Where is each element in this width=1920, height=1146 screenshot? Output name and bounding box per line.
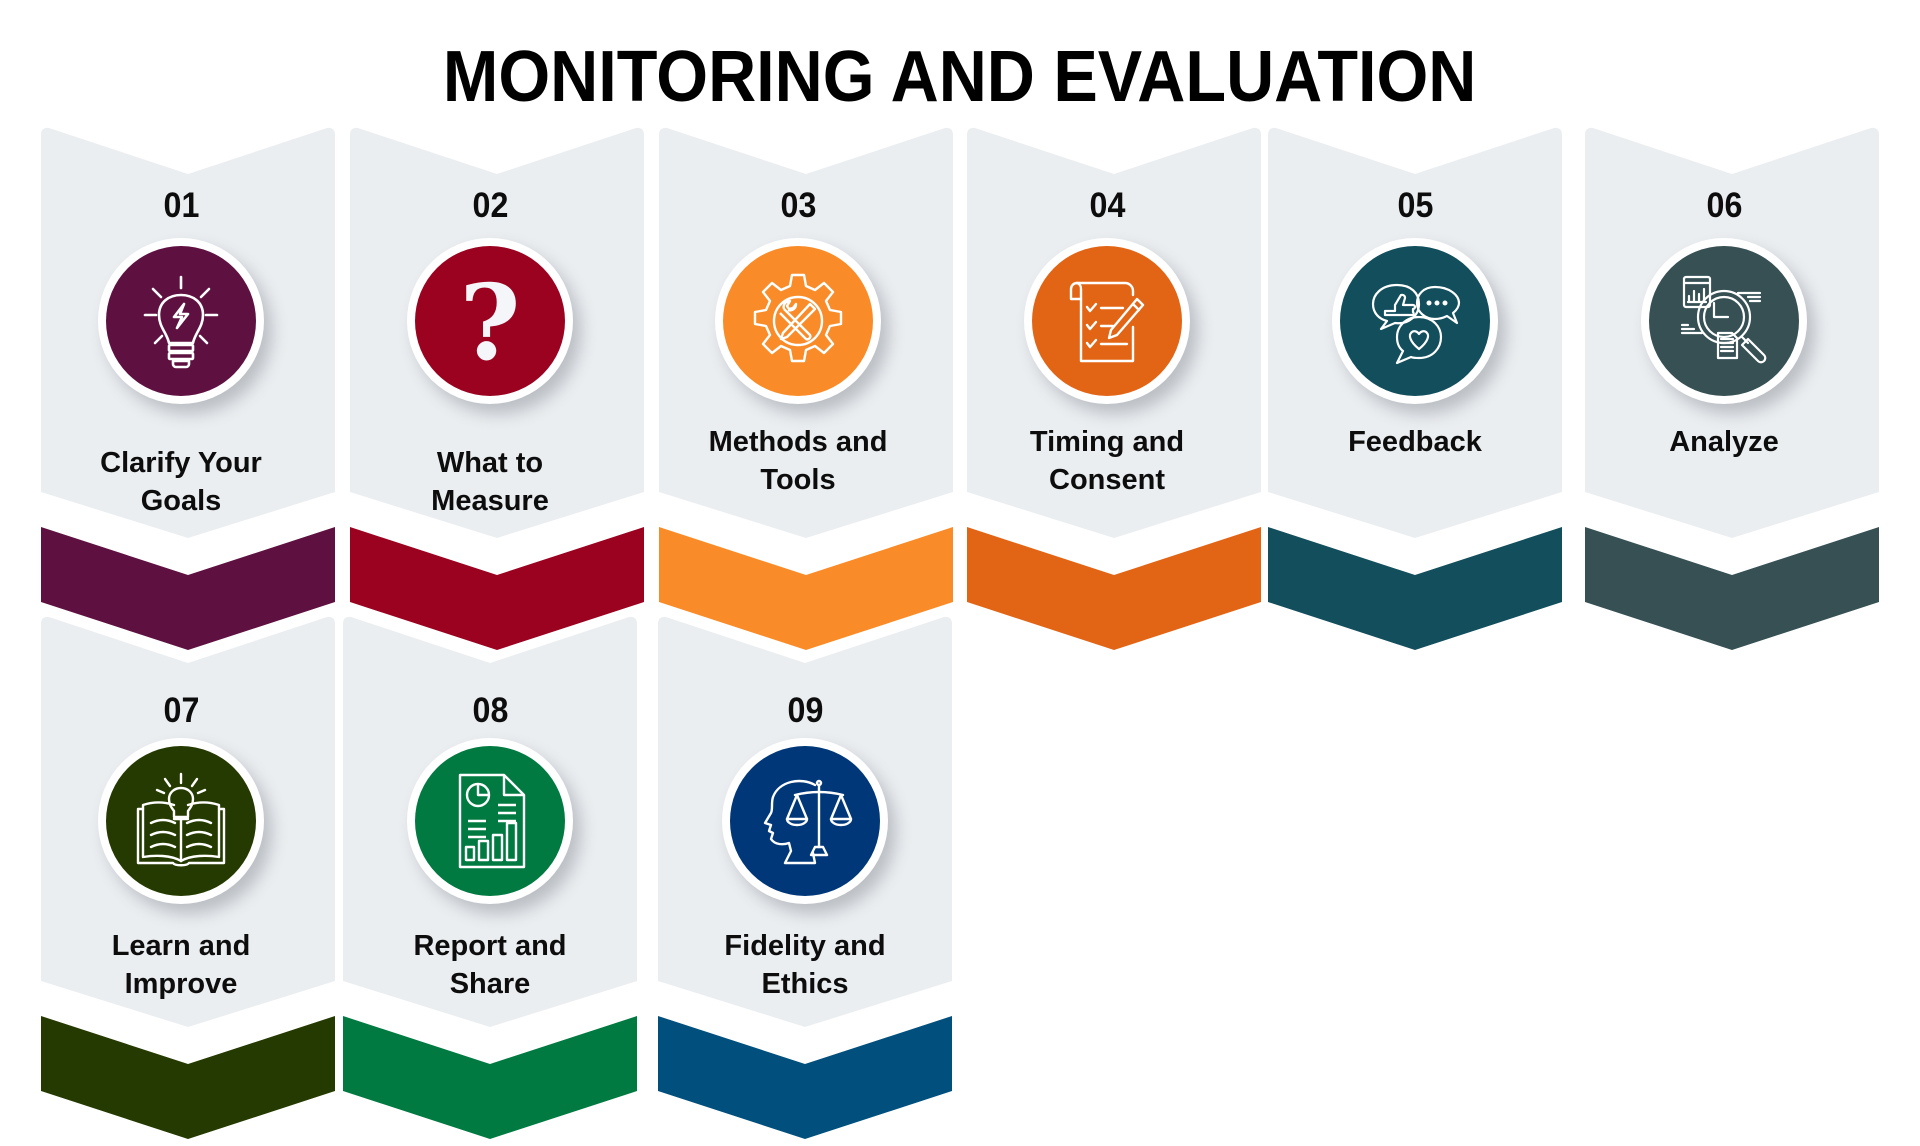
chevron-band bbox=[343, 1016, 637, 1139]
step-number-text: 05 bbox=[1397, 186, 1433, 225]
icon-circle-ring bbox=[715, 238, 881, 404]
icon-circle-ring bbox=[98, 738, 264, 904]
step-number-text: 07 bbox=[163, 691, 199, 730]
step-number: 05 bbox=[1268, 186, 1562, 226]
step-number: 02 bbox=[343, 186, 637, 226]
page-title-text: MONITORING AND EVALUATION bbox=[443, 37, 1477, 117]
chevron-band bbox=[1268, 527, 1562, 650]
step-label-line1: Clarify Your bbox=[100, 447, 262, 479]
step-number: 03 bbox=[651, 186, 945, 226]
step-label-line1: Learn and bbox=[111, 930, 251, 962]
icon-circle bbox=[415, 746, 565, 896]
step-label-line2: Goals bbox=[140, 485, 222, 517]
icon-circle-ring bbox=[722, 738, 888, 904]
icon-circle-ring bbox=[1024, 238, 1190, 404]
icon-circle-ring bbox=[1332, 238, 1498, 404]
step-number-text: 01 bbox=[163, 186, 199, 225]
step-number-text: 04 bbox=[1089, 186, 1125, 225]
step-number-text: 08 bbox=[472, 691, 508, 730]
icon-circle bbox=[1649, 246, 1799, 396]
chevron-band bbox=[658, 1016, 952, 1139]
icon-circle bbox=[1032, 246, 1182, 396]
step-number-text: 02 bbox=[472, 186, 508, 225]
icon-circle bbox=[106, 246, 256, 396]
chevron-band bbox=[41, 1016, 335, 1139]
step-label-line1: What to bbox=[436, 447, 544, 479]
step-label-line2: Consent bbox=[1049, 464, 1165, 496]
chevron-band bbox=[41, 527, 335, 650]
gear-tools-icon bbox=[748, 271, 848, 371]
icon-circle bbox=[106, 746, 256, 896]
step-label: What to Measure bbox=[343, 444, 637, 520]
step-number-text: 09 bbox=[787, 691, 823, 730]
chevron-band bbox=[659, 527, 953, 650]
step-label-line1: Report and bbox=[413, 930, 567, 962]
icon-circle: ? bbox=[415, 246, 565, 396]
icon-circle bbox=[1340, 246, 1490, 396]
question-mark-icon: ? bbox=[459, 261, 521, 384]
step-label-line2: Ethics bbox=[761, 968, 849, 1000]
step-label-line2: Measure bbox=[431, 485, 549, 517]
checklist-pencil-icon bbox=[1057, 271, 1157, 371]
book-lightbulb-icon bbox=[131, 771, 231, 871]
report-chart-icon bbox=[440, 771, 540, 871]
step-label-line1: Methods and bbox=[708, 426, 888, 458]
chevron-band bbox=[350, 527, 644, 650]
chevron-band bbox=[1585, 527, 1879, 650]
page-title: MONITORING AND EVALUATION bbox=[0, 36, 1920, 118]
step-number: 07 bbox=[34, 691, 328, 731]
step-label-line2: Share bbox=[449, 968, 531, 1000]
step-number: 04 bbox=[960, 186, 1254, 226]
icon-circle-ring bbox=[1641, 238, 1807, 404]
magnifier-analysis-icon bbox=[1674, 271, 1774, 371]
step-label-line2: Tools bbox=[760, 464, 836, 496]
step-label-line1: Analyze bbox=[1669, 426, 1779, 458]
step-number: 01 bbox=[34, 186, 328, 226]
lightbulb-icon bbox=[131, 271, 231, 371]
step-label-line1: Timing and bbox=[1029, 426, 1185, 458]
chat-bubbles-icon bbox=[1365, 271, 1465, 371]
head-scales-icon bbox=[755, 771, 855, 871]
step-number: 06 bbox=[1577, 186, 1871, 226]
step-label: Feedback bbox=[1268, 423, 1562, 461]
icon-circle-ring: ? bbox=[407, 238, 573, 404]
icon-circle bbox=[723, 246, 873, 396]
icon-circle bbox=[730, 746, 880, 896]
step-number-text: 03 bbox=[780, 186, 816, 225]
step-label-line1: Feedback bbox=[1348, 426, 1482, 458]
icon-circle-ring bbox=[98, 238, 264, 404]
step-number: 08 bbox=[343, 691, 637, 731]
step-number-text: 06 bbox=[1706, 186, 1742, 225]
chevron-band bbox=[967, 527, 1261, 650]
icon-circle-ring bbox=[407, 738, 573, 904]
step-label: Analyze bbox=[1577, 423, 1871, 461]
step-label-line1: Fidelity and bbox=[724, 930, 886, 962]
step-label-line2: Improve bbox=[124, 968, 238, 1000]
step-number: 09 bbox=[658, 691, 952, 731]
